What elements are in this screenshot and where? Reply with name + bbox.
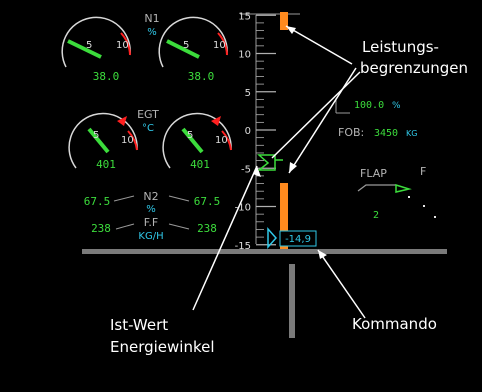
vertical-stem — [289, 264, 295, 338]
ff-title: F.F — [144, 216, 158, 229]
egt-gauge-left: 5 10 401 — [68, 112, 138, 171]
n1-right-value: 38.0 — [188, 70, 215, 83]
egt-left-limit-flag — [117, 116, 127, 126]
n2-title: N2 — [143, 190, 158, 203]
thrust-value: 100.0 — [354, 100, 384, 111]
pitch-tick-label: 10 — [238, 50, 251, 61]
n1-right-scale-high: 10 — [213, 40, 226, 51]
thrust-unit: % — [392, 101, 401, 111]
n1-left-value: 38.0 — [93, 70, 120, 83]
egt-right-value: 401 — [190, 158, 210, 171]
pitch-tick-label: -5 — [241, 164, 251, 175]
n2-right-value: 67.5 — [194, 195, 221, 208]
actual-energy-angle-marker — [256, 154, 276, 171]
ff-left-value: 238 — [91, 222, 111, 235]
n1-right-needle — [166, 39, 200, 59]
n1-right-scale-low: 5 — [183, 40, 189, 51]
n2-ff-section: N2 % 67.5 67.5 F.F KG/H 238 238 — [84, 190, 221, 242]
annotation-actual-line1: Ist-Wert — [110, 316, 168, 334]
n1-left-needle — [67, 39, 102, 59]
annotation-limits-line1: Leistungs- — [362, 38, 439, 56]
n1-gauge-right: 5 10 38.0 — [158, 16, 228, 83]
egt-left-value: 401 — [96, 158, 116, 171]
pitch-scale: 15 10 5 0 -5 -10 -15 -14,9 — [235, 11, 317, 252]
n1-section: N1 % 5 10 38.0 5 10 38.0 — [61, 12, 228, 83]
egt-right-needle — [181, 127, 204, 154]
pitch-tick-label: 0 — [245, 126, 251, 137]
fob-value: 3450 — [374, 128, 398, 139]
lower-limit-bar — [280, 183, 288, 249]
upper-limit-bar — [280, 12, 288, 30]
bottom-divider — [82, 249, 447, 254]
flap-position: 2 — [373, 210, 379, 221]
flap-indicator — [395, 183, 412, 193]
egt-right-limit-flag — [211, 116, 221, 126]
n1-left-scale-low: 5 — [86, 40, 92, 51]
pitch-tick-label: 5 — [245, 88, 251, 99]
egt-right-scale-low: 5 — [187, 130, 193, 141]
command-chevron — [267, 227, 278, 249]
fob-unit: KG — [406, 129, 417, 138]
n2-unit: % — [146, 204, 156, 215]
fuel-section: 100.0 % FOB: 3450 KG — [335, 98, 417, 139]
n2-left-value: 67.5 — [84, 195, 111, 208]
pitch-tick-label: 15 — [238, 11, 251, 22]
egt-section: EGT °C 5 10 401 5 10 401 — [68, 108, 232, 171]
egt-left-needle — [87, 127, 110, 154]
annotation-limits-line2: begrenzungen — [360, 59, 468, 77]
n1-gauge-left: 5 10 38.0 — [61, 16, 131, 83]
n1-title: N1 — [144, 12, 159, 25]
fob-label: FOB: — [338, 126, 364, 139]
annotation-arrows — [192, 25, 366, 319]
command-value: -14,9 — [285, 234, 311, 245]
pitch-tick-label: -15 — [235, 241, 251, 252]
egt-left-scale-high: 10 — [121, 135, 134, 146]
flap-f-label: F — [420, 165, 426, 178]
egt-right-scale-high: 10 — [215, 135, 228, 146]
command-box — [279, 230, 317, 247]
egt-unit: °C — [142, 123, 154, 134]
n1-unit: % — [147, 27, 157, 38]
ff-unit: KG/H — [138, 231, 163, 242]
annotation-command: Kommando — [352, 315, 437, 333]
n1-left-scale-high: 10 — [116, 40, 129, 51]
annotation-actual-line2: Energiewinkel — [110, 338, 215, 356]
pitch-tick-label: -10 — [235, 203, 251, 214]
egt-left-scale-low: 5 — [93, 130, 99, 141]
flap-label: FLAP — [360, 167, 387, 180]
egt-gauge-right: 5 10 401 — [162, 112, 232, 171]
egt-title: EGT — [137, 108, 159, 121]
ff-right-value: 238 — [197, 222, 217, 235]
flap-section: FLAP F 2 — [357, 165, 436, 221]
